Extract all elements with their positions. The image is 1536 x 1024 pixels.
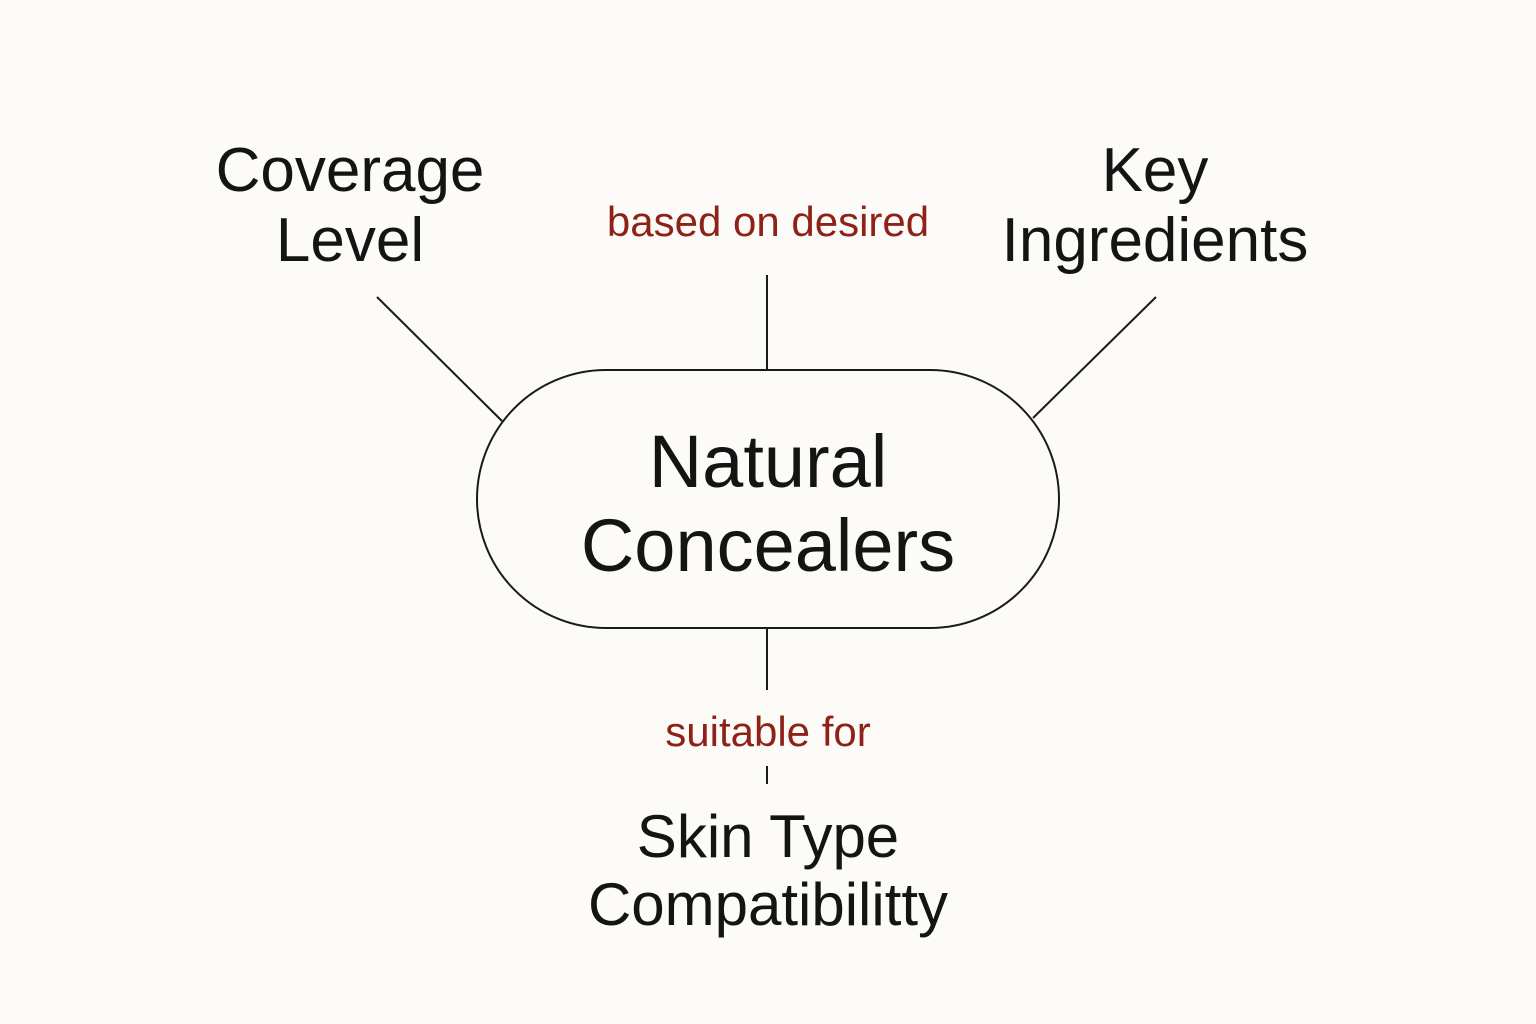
key-ingredients-node: Key Ingredients <box>935 136 1375 276</box>
skin-type-line2: Compatibilitty <box>587 871 949 938</box>
edge-label-based-on-desired: based on desired <box>606 198 930 245</box>
coverage-level-node: Coverage Level <box>150 136 550 276</box>
coverage-level-line1: Coverage <box>215 136 485 205</box>
key-ingredients-line2: Ingredients <box>1001 206 1309 275</box>
natural-concealers-node: Natural Concealers <box>478 420 1058 588</box>
natural-concealers-line2: Concealers <box>580 504 956 587</box>
skin-type-compatibility-node: Skin Type Compatibilitty <box>518 803 1018 939</box>
key-ingredients-line1: Key <box>1101 136 1209 205</box>
connector-ingredients <box>1032 296 1157 419</box>
coverage-level-line2: Level <box>275 206 425 275</box>
skin-type-line1: Skin Type <box>636 803 900 870</box>
edge-label-suitable-for: suitable for <box>665 708 871 755</box>
natural-concealers-line1: Natural <box>648 420 888 503</box>
connector-coverage <box>376 296 503 422</box>
